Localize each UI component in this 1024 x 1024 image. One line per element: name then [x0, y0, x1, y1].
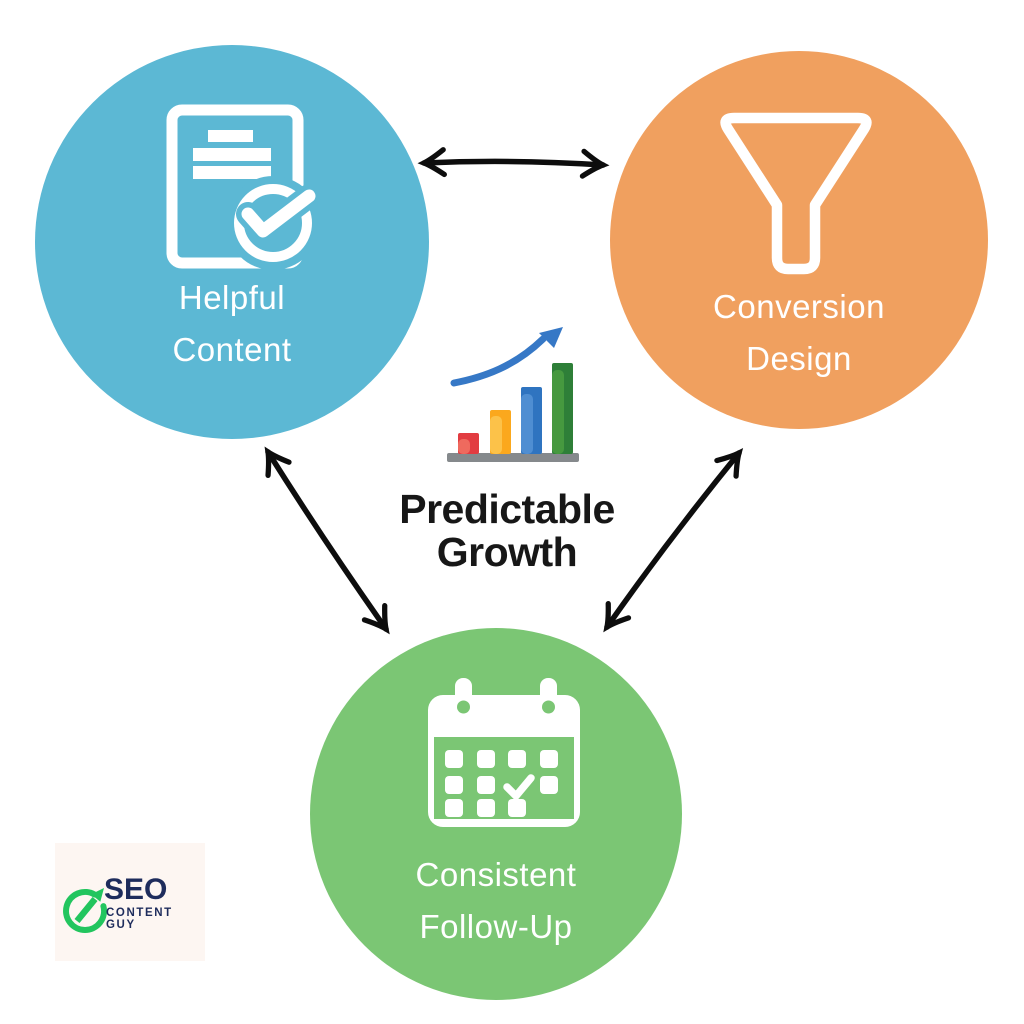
logo-wordmark: SEO [104, 873, 168, 906]
label-line: Conversion [713, 288, 885, 325]
center-title-line1: Predictable [399, 486, 615, 532]
label-line: Design [746, 340, 852, 377]
logo-tagline: CONTENT GUY [106, 907, 173, 931]
document-check-icon [166, 104, 321, 270]
node-consistent-follow-up-label: Consistent Follow-Up [310, 849, 682, 953]
label-line: Follow-Up [419, 908, 573, 945]
growth-chart-icon [447, 327, 579, 462]
node-helpful-content-label: Helpful Content [35, 272, 429, 376]
label-line: Helpful [178, 279, 286, 316]
label-line: Consistent [415, 856, 577, 893]
circular-growth-arrow-icon [63, 888, 107, 933]
brand-logo: SEO CONTENT GUY [55, 843, 205, 961]
center-title-line2: Growth [436, 529, 578, 575]
calendar-check-icon [428, 678, 580, 827]
arrow-blue-orange [417, 147, 610, 179]
label-line: Content [172, 331, 292, 368]
node-conversion-design-label: Conversion Design [610, 281, 988, 385]
center-title: Predictable Growth [307, 488, 707, 574]
funnel-icon [720, 112, 872, 275]
